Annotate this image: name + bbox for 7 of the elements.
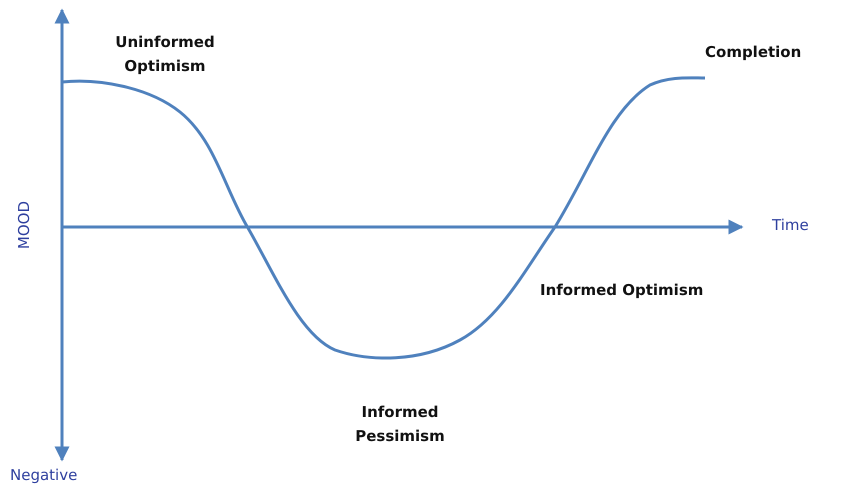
phase-label: Informed Optimism — [540, 280, 704, 301]
phase-label: Completion — [705, 42, 802, 63]
axis-label: Negative — [10, 465, 78, 486]
phase-label: Uninformed Optimism — [114, 32, 216, 77]
phase-label: Informed Pessimism — [354, 402, 446, 447]
axis-label: MOOD — [14, 200, 34, 252]
axis-label: Time — [772, 215, 809, 236]
